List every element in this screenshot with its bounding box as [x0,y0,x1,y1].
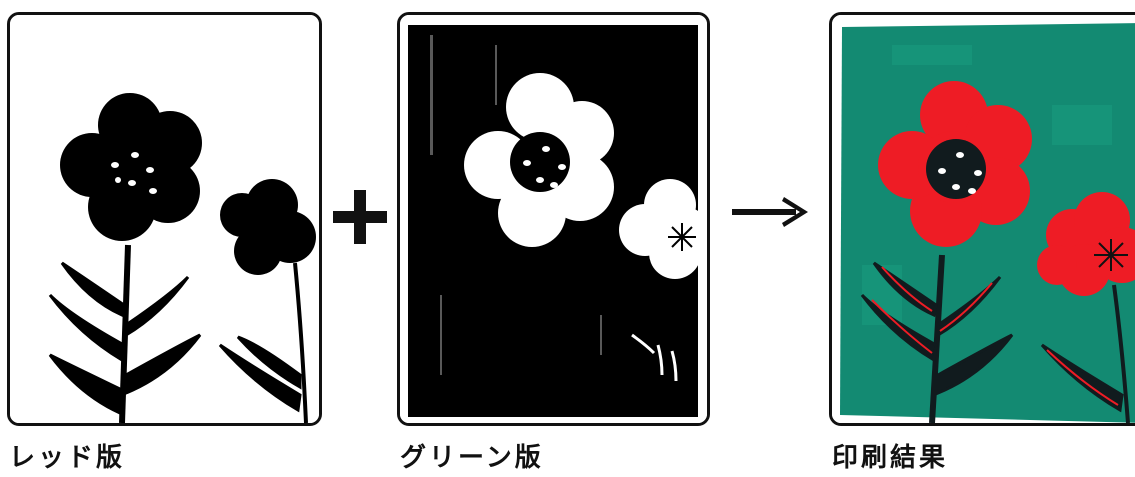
green-plate-panel [397,12,710,426]
red-plate-caption: レッド版 [9,443,126,473]
print-result-panel [829,12,1135,426]
red-plate-panel [7,12,322,426]
green-plate-caption: グリーン版 [400,443,544,473]
arrow-right-icon [732,195,808,229]
plus-icon [333,190,387,244]
green-plate-artwork [400,15,707,423]
red-plate-artwork [10,15,319,423]
print-result-artwork [832,15,1135,423]
print-result-caption: 印刷結果 [832,443,949,473]
